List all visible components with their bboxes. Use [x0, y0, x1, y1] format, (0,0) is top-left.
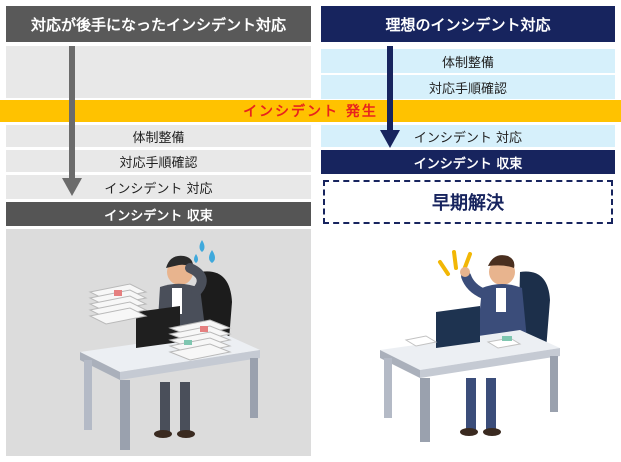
left-resolved-bar: インシデント 収束 [6, 202, 311, 226]
incident-occurrence-band: インシデント 発生 [0, 100, 621, 122]
left-header: 対応が後手になったインシデント対応 [6, 6, 311, 42]
left-flow-arrow [62, 46, 82, 196]
left-step-response: インシデント 対応 [6, 175, 311, 199]
left-step-setup: 体制整備 [6, 125, 311, 147]
right-flow-arrow [380, 46, 400, 148]
left-step-procedure: 対応手順確認 [6, 150, 311, 172]
stressed-worker-illustration [80, 240, 260, 450]
happy-worker-illustration [380, 250, 560, 442]
right-step-procedure: 対応手順確認 [321, 75, 615, 99]
left-pre-occurrence-area [6, 46, 311, 98]
right-header: 理想のインシデント対応 [321, 6, 615, 42]
right-step-setup: 体制整備 [321, 49, 615, 73]
right-resolved-bar: インシデント 収束 [321, 150, 615, 174]
right-step-response: インシデント 対応 [321, 125, 615, 147]
early-resolution-box: 早期解決 [323, 180, 613, 224]
